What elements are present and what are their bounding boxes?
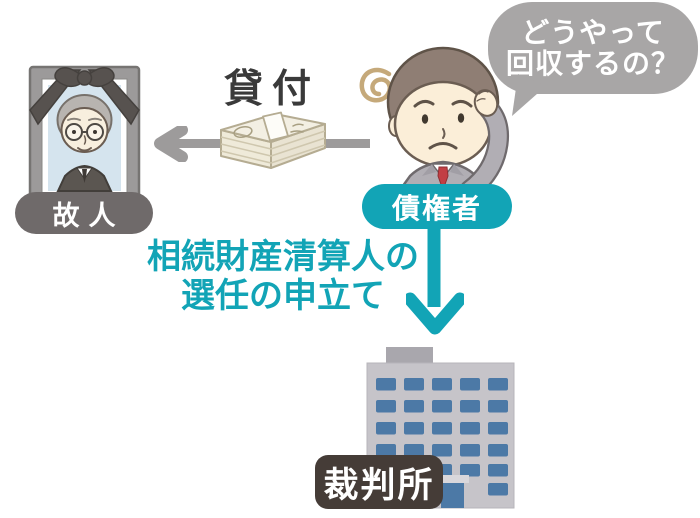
memorial-portrait-icon (28, 65, 141, 211)
down-arrow-icon (406, 229, 464, 335)
speech-bubble-line1: どうやって (521, 16, 665, 48)
deceased-person-portrait (56, 94, 113, 192)
worried-man-illustration (359, 46, 509, 190)
speech-bubble-line2: 回収するの？ (505, 48, 680, 79)
loan-label: 貸付 (224, 68, 321, 111)
petition-text: 相続財産清算人の 選任の申立て (118, 238, 448, 317)
deceased-label-text: 故人 (52, 200, 125, 231)
speech-bubble: どうやって 回収するの？ (488, 2, 698, 94)
money-stack-icon (220, 111, 326, 169)
deceased-label: 故人 (15, 192, 153, 234)
building-entrance (436, 475, 469, 508)
creditor-label-text: 債権者 (391, 192, 482, 224)
worried-man-head (386, 46, 500, 168)
creditor-label: 債権者 (362, 184, 512, 229)
speech-bubble-tail (512, 74, 546, 116)
raised-arm (459, 89, 509, 190)
petition-line2: 選任の申立て (181, 277, 385, 316)
petition-line1: 相続財産清算人の (147, 238, 419, 276)
confusion-swirl-icon (359, 67, 393, 103)
memorial-ribbon-icon (29, 67, 140, 126)
court-sign-text: 裁判所 (323, 465, 435, 505)
court-sign: 裁判所 (315, 455, 443, 509)
